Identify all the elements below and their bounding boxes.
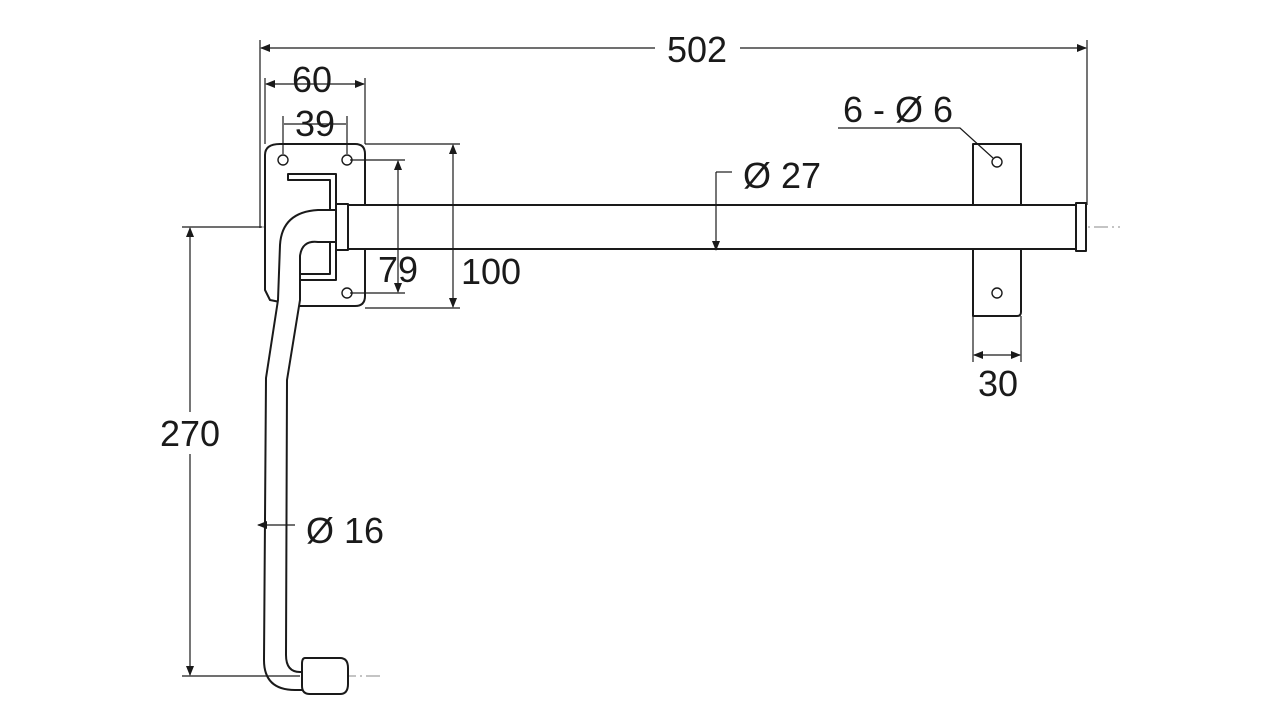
keeper-hole-bottom [991,287,1003,299]
dim-handle-height: 270 [160,413,220,454]
bolt-keeper-top [972,143,1022,206]
handle-knob [301,657,349,695]
bolt-bar [347,204,1083,250]
keeper-hole-top [991,156,1003,168]
dim-handle-diameter: Ø 16 [306,510,384,551]
leader-hole-spec [838,127,994,159]
bolt-keeper-bottom [972,248,1022,317]
dim-plate-height: 100 [461,251,521,292]
dim-keeper-width: 30 [978,363,1018,404]
plate-hole-top-left [277,154,289,166]
dim-bar-diameter: Ø 27 [743,155,821,196]
dim-bracket-height: 79 [378,249,418,290]
dim-plate-hole-spacing: 39 [295,103,335,144]
bolt-bar-collar [335,203,349,251]
bolt-bar-end [1075,202,1087,252]
dim-overall-length: 502 [667,29,727,70]
dim-plate-width: 60 [292,59,332,100]
dim-hole-spec: 6 - Ø 6 [843,89,953,130]
